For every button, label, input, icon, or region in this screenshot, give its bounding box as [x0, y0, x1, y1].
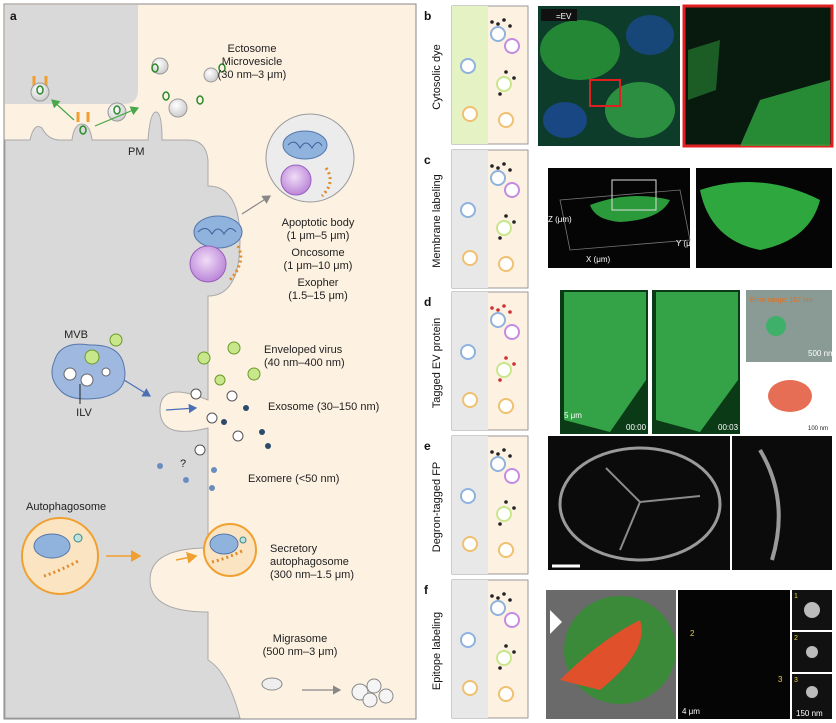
panel-d-scale-3: 100 nm [808, 426, 828, 432]
panel-f-scale-2: 150 nm [796, 709, 823, 718]
panel-d-micrographs: 5 μm 00:00 00:03 Error range: 167 nm 500… [560, 290, 835, 434]
pm-label: PM [128, 146, 145, 158]
oncosome-bud [189, 215, 243, 283]
migrasome [261, 677, 394, 708]
secretory-label-2: autophagosome [270, 556, 349, 568]
apoptotic-body [265, 113, 355, 203]
panel-d-title: Tagged EV protein [431, 318, 443, 409]
panel-d-error: Error range: 167 nm [750, 297, 813, 304]
microvesicle-label: Microvesicle [222, 56, 283, 68]
panel-f-schematic [451, 579, 529, 719]
exomere-label: Exomere (<50 nm) [248, 473, 339, 485]
migrasome-label: Migrasome [273, 633, 327, 645]
autophagosome [21, 517, 99, 595]
panel-f-num-3: 3 [794, 677, 798, 684]
panel-e-letter: e [424, 439, 431, 453]
panel-b-title: Cytosolic dye [431, 44, 443, 109]
panel-c-title: Membrane labeling [431, 174, 443, 268]
panel-b-micrographs: =EV [538, 4, 834, 148]
panel-f-micrographs: 2 3 4 μm 1 2 3 150 nm [546, 590, 832, 719]
panel-f-num-2a: 2 [690, 629, 695, 638]
panel-f-num-1: 1 [794, 593, 798, 600]
panel-c-axis-z: Z (μm) [548, 215, 572, 224]
panel-d-scale: 5 μm [564, 411, 582, 420]
panel-c-micrographs: Z (μm) X (μm) Y (μm) [548, 168, 832, 268]
panel-d-image-3 [746, 290, 832, 362]
apoptotic-arrow [241, 195, 272, 215]
exosome-label: Exosome (30–150 nm) [268, 401, 379, 413]
panel-b-letter: b [424, 9, 431, 23]
apoptotic-size: (1 μm–5 μm) [287, 230, 350, 242]
panel-d-letter: d [424, 295, 431, 309]
exomere-particles [157, 463, 217, 491]
panel-c-axis-y: Y (μm) [676, 239, 700, 248]
panel-f-num-2: 2 [794, 635, 798, 642]
secretory-size: (300 nm–1.5 μm) [270, 569, 354, 581]
exosome-arrow [165, 403, 198, 414]
secretory-label: Secretory [270, 543, 318, 555]
exopher-size: (1.5–15 μm) [288, 290, 348, 302]
oncosome-label: Oncosome [291, 247, 344, 259]
ectosome-budding [30, 57, 226, 135]
virus-label: Enveloped virus [264, 344, 343, 356]
panel-f-num-3a: 3 [778, 675, 783, 684]
panel-f-title: Epitope labeling [431, 612, 443, 690]
apoptotic-label: Apoptotic body [282, 217, 355, 229]
migrasome-size: (500 nm–3 μm) [263, 646, 338, 658]
autophagosome-arrow2 [175, 551, 198, 564]
panel-d-time-1: 00:00 [626, 423, 647, 432]
mvb-arrow [123, 379, 152, 397]
panel-c-schematic [451, 149, 529, 289]
mvb [51, 333, 126, 400]
virus-size: (40 nm–400 nm) [264, 357, 345, 369]
ilv-label: ILV [76, 407, 92, 419]
ectosome-size: (30 nm–3 μm) [218, 69, 287, 81]
panel-e-schematic [451, 435, 529, 575]
panel-f-image-2 [678, 590, 790, 719]
question-mark: ? [180, 458, 186, 470]
panel-f-letter: f [424, 583, 429, 597]
panel-e-image-2 [732, 436, 832, 570]
panel-d-time-2: 00:03 [718, 423, 739, 432]
panel-b-legend: =EV [556, 12, 572, 21]
secretory-autophagosome [203, 523, 257, 577]
upper-cell [5, 5, 138, 104]
panel-c-letter: c [424, 153, 431, 167]
panel-e-micrographs [548, 436, 832, 570]
panel-a: a Ectosome Microvesicle (30 nm–3 μm) PM [3, 3, 417, 720]
panel-b-schematic [451, 5, 529, 145]
panel-d-schematic [451, 291, 529, 431]
panel-a-letter: a [10, 9, 17, 23]
exosome-particles [190, 388, 271, 456]
ectosome-label: Ectosome [228, 43, 277, 55]
panel-f-scale-1: 4 μm [682, 707, 700, 716]
panel-c-axis-x: X (μm) [586, 255, 610, 264]
mvb-label: MVB [64, 329, 88, 341]
autophagosome-label: Autophagosome [26, 501, 106, 513]
panel-d-scale-2: 500 nm [808, 349, 835, 358]
virus-particles [197, 341, 261, 386]
oncosome-size: (1 μm–10 μm) [284, 260, 353, 272]
panel-e-title: Degron-tagged FP [431, 462, 443, 553]
exopher-label: Exopher [298, 277, 339, 289]
